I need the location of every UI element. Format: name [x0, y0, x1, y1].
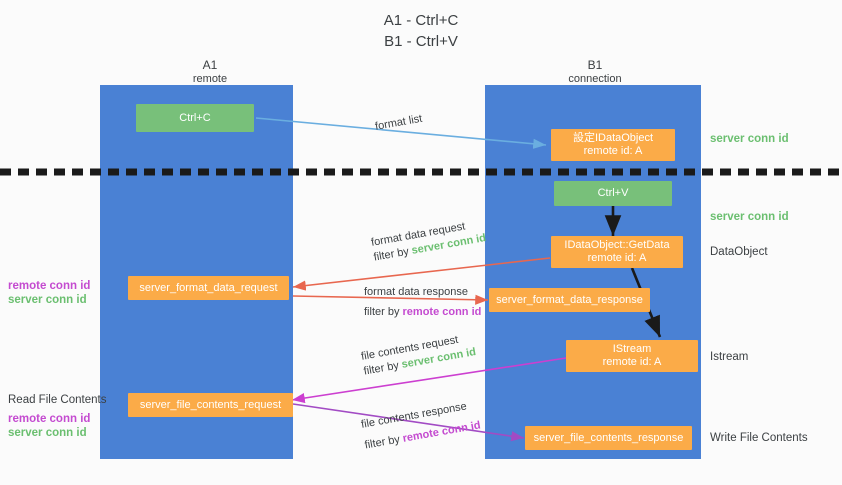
node-server-format-data-response-label: server_format_data_response — [496, 293, 643, 306]
node-ctrl-c[interactable]: Ctrl+C — [136, 104, 254, 132]
edge-label-format-data-response-filter: filter by remote conn id — [364, 305, 481, 320]
node-istream-line2: remote id: A — [602, 356, 662, 368]
edge-label-format-data-request: format data request filter by server con… — [370, 216, 487, 265]
page-title: A1 - Ctrl+C B1 - Ctrl+V — [383, 12, 459, 50]
left-label-remote-conn-id-1: remote conn id — [8, 280, 91, 292]
node-idataobject-line2: remote id: A — [583, 145, 643, 157]
right-label-write-file-contents: Write File Contents — [710, 432, 808, 444]
node-server-file-contents-request[interactable]: server_file_contents_request — [128, 393, 293, 417]
node-ctrl-v[interactable]: Ctrl+V — [554, 181, 672, 206]
right-label-server-conn-id-top: server conn id — [710, 133, 789, 145]
right-label-server-conn-id-mid: server conn id — [710, 211, 789, 223]
node-getdata[interactable]: IDataObject::GetData remote id: A — [551, 236, 683, 268]
right-label-dataobject: DataObject — [710, 246, 768, 258]
edge-label-file-contents-request: file contents request filter by server c… — [360, 330, 477, 379]
filter-prefix: filter by — [363, 432, 404, 452]
node-server-file-contents-request-label: server_file_contents_request — [139, 398, 282, 411]
node-server-format-data-request-label: server_format_data_request — [139, 281, 278, 294]
column-header-b1-sub: connection — [568, 73, 622, 85]
node-istream[interactable]: IStream remote id: A — [566, 340, 698, 372]
node-ctrl-v-label: Ctrl+V — [597, 187, 629, 199]
left-label-remote-conn-id-2: remote conn id — [8, 413, 91, 425]
left-label-server-conn-id-1: server conn id — [8, 294, 87, 306]
node-server-file-contents-response[interactable]: server_file_contents_response — [525, 426, 692, 450]
column-header-a1: A1 remote — [120, 58, 300, 86]
right-label-istream: Istream — [710, 351, 749, 363]
column-header-a1-sub: remote — [192, 73, 228, 85]
left-label-conn-ids-2: remote conn id server conn id — [8, 412, 90, 440]
node-server-format-data-request[interactable]: server_format_data_request — [128, 276, 289, 300]
node-server-file-contents-response-label: server_file_contents_response — [533, 431, 684, 444]
edge-label-format-data-response: format data response filter by remote co… — [364, 285, 481, 320]
left-label-server-conn-id-2: server conn id — [8, 427, 87, 439]
column-header-b1: B1 connection — [505, 58, 685, 86]
filter-key-remote-conn-id: remote conn id — [402, 306, 482, 318]
node-server-format-data-response[interactable]: server_format_data_response — [489, 288, 650, 312]
column-header-b1-name: B1 — [587, 58, 603, 72]
left-label-conn-ids-1: remote conn id server conn id — [8, 279, 90, 307]
filter-prefix: filter by — [364, 306, 403, 318]
left-label-read-file-contents: Read File Contents — [8, 394, 107, 406]
node-getdata-line1: IDataObject::GetData — [564, 239, 670, 251]
edge-label-file-contents-response: file contents response filter by remote … — [360, 398, 482, 454]
node-idataobject[interactable]: 設定IDataObject remote id: A — [551, 129, 675, 161]
column-header-a1-name: A1 — [202, 58, 218, 72]
node-istream-line1: IStream — [612, 343, 652, 355]
node-ctrl-c-label: Ctrl+C — [179, 111, 211, 124]
node-getdata-line2: remote id: A — [587, 252, 647, 264]
edge-label-format-list: format list — [374, 112, 424, 133]
edge-label-format-data-response-title: format data response — [364, 286, 468, 298]
node-idataobject-line1: 設定IDataObject — [572, 132, 654, 144]
